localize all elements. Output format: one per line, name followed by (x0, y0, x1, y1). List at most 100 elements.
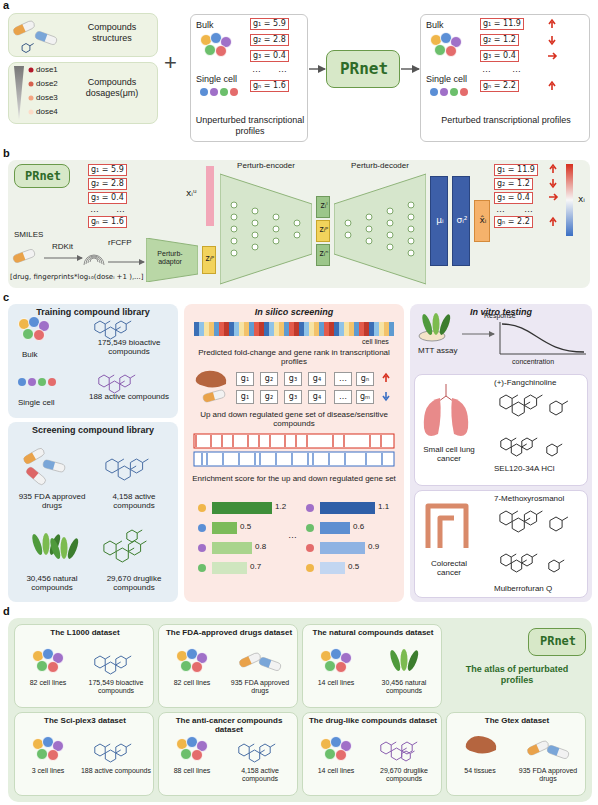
molecule-icon (95, 321, 105, 333)
shape (387, 220, 393, 226)
pill-icon (238, 652, 261, 669)
cell-icon (48, 378, 56, 386)
heatmap-stripe (384, 322, 389, 336)
heatmap-stripe (354, 322, 359, 336)
shape (231, 238, 237, 244)
cell-icon (321, 651, 332, 662)
text-slot: RDKit (52, 242, 73, 251)
label-text: g₂ (260, 390, 278, 404)
shape (210, 435, 211, 447)
node-text: Perturb-encoder (220, 161, 312, 170)
text-slot: gₘ (356, 390, 374, 404)
shape (344, 453, 345, 465)
text-slot: 175,549 bioactive compounds (84, 338, 174, 357)
color-bar (566, 164, 573, 236)
cell-icon (187, 737, 198, 748)
label-text: g₁ = 11.9 (480, 18, 524, 30)
change-arrow (549, 20, 555, 28)
shape (195, 435, 196, 447)
node-text: PRnet (15, 169, 71, 183)
node-text: The anti-cancer compounds dataset (162, 716, 296, 735)
tissue-icon (466, 736, 497, 754)
text-slot: 935 FDA approved drugs (12, 492, 92, 511)
label-text: b (3, 148, 10, 159)
text-slot: x̂ᵢ (475, 215, 491, 226)
shape (408, 226, 414, 232)
node-text: The Sci-plex3 dataset (18, 716, 152, 725)
molecule-icon (116, 321, 126, 333)
text-slot: 82 cell lines (162, 679, 222, 687)
shape (116, 541, 122, 545)
text-slot: Perturb-encoder (220, 161, 312, 170)
heatmap-stripe (309, 322, 314, 336)
label-text: … (512, 64, 521, 75)
shape (42, 459, 65, 472)
cell-icon (216, 46, 227, 57)
dose-dot (29, 82, 34, 87)
label-text: Single cell (426, 74, 467, 85)
cell-icon (325, 749, 336, 760)
label-text: dose4 (36, 107, 58, 116)
text-slot: Colorectal cancer (419, 559, 479, 578)
compound-icon (306, 564, 314, 572)
text-slot: Perturb-decoder (334, 161, 426, 170)
shape (247, 435, 248, 447)
node-text: zᵢˡ (317, 201, 331, 210)
text-slot: … (334, 390, 352, 404)
dose-dot (29, 110, 34, 115)
heatmap-stripe (389, 322, 394, 336)
text-slot: dose2 (36, 79, 58, 88)
shape (366, 214, 372, 220)
pill-icon (34, 30, 57, 45)
text-slot: Bulk (426, 20, 444, 31)
node-box: The FDA-approved drugs dataset82 cell li… (158, 624, 298, 708)
compound-icon (306, 504, 314, 512)
text-slot: Small cell lung cancer (419, 445, 479, 464)
cell-icon (430, 88, 438, 96)
shape (295, 435, 296, 447)
cell-icon (19, 319, 30, 330)
shape (231, 214, 237, 220)
text-slot: … (524, 204, 533, 215)
cell-icon (53, 741, 64, 752)
label-text: RDKit (52, 242, 73, 251)
text-slot: dose3 (36, 93, 58, 102)
label-text: 0.6 (353, 522, 364, 531)
response-curve (502, 324, 584, 352)
colon-icon (428, 506, 466, 548)
compound-icon (198, 524, 206, 532)
label-text: g₃ (284, 372, 302, 386)
shape (562, 517, 568, 521)
text-slot: g₃ = 0.4 (494, 192, 533, 204)
label-text: … (482, 64, 491, 75)
node-text: The natural compounds dataset (306, 628, 440, 637)
text-slot: … (334, 372, 352, 386)
cell-icon (181, 661, 192, 672)
shape (42, 459, 55, 470)
text-slot: 935 FDA approved drugs (223, 679, 297, 696)
plant-icon (438, 313, 453, 336)
shape (128, 548, 134, 552)
shape (275, 453, 276, 465)
text-slot: gₙ = 1.6 (88, 216, 127, 228)
node-text: 14 cell lines (306, 679, 366, 687)
shape (532, 438, 537, 441)
shape (511, 438, 516, 441)
plant-icon (66, 537, 81, 560)
molecule-icon (512, 402, 524, 416)
molecule-icon (501, 554, 511, 566)
heatmap-stripe (279, 322, 284, 336)
heatmap-stripe (334, 322, 339, 336)
shape (12, 20, 35, 37)
molecule-icon (95, 744, 105, 756)
molecule-icon (550, 517, 562, 531)
molecule-icon (118, 466, 130, 480)
text-slot: g₁ (236, 390, 254, 404)
shape (524, 402, 530, 406)
shape (12, 24, 25, 36)
pill-icon (526, 740, 549, 757)
shape (252, 232, 258, 238)
text-slot: a (3, 0, 9, 11)
shape (365, 453, 366, 465)
